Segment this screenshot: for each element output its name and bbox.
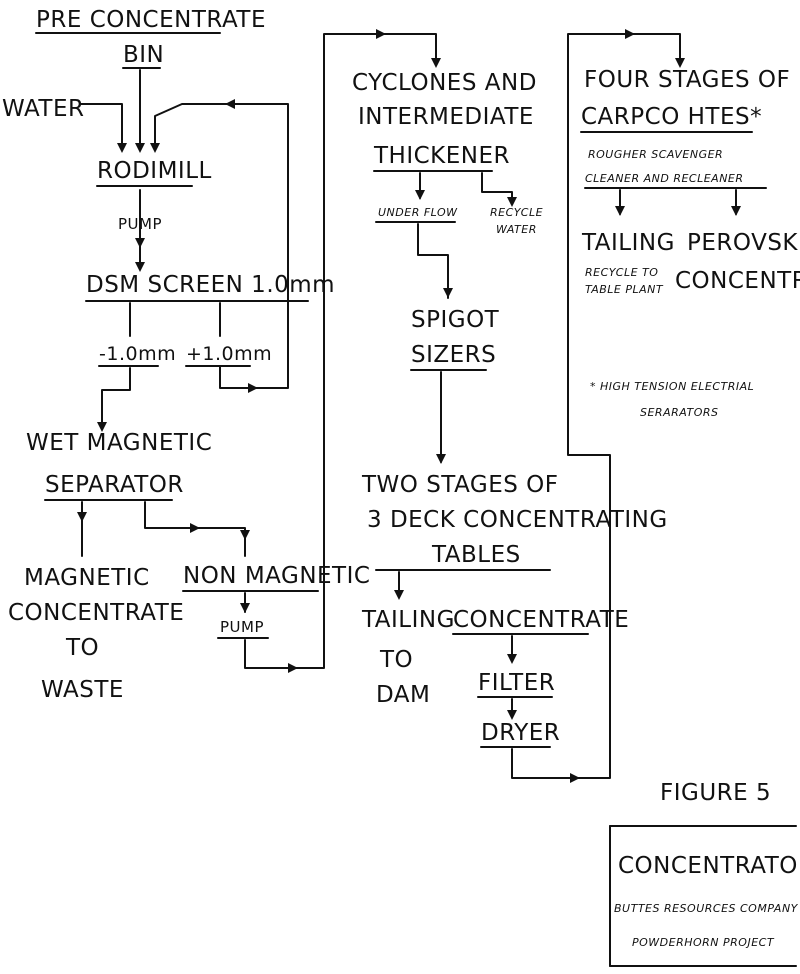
node-two-stages-line-1: TWO STAGES OF	[361, 472, 559, 498]
arrow-to-magnetic	[77, 512, 87, 522]
node-separator: SEPARATOR	[45, 472, 184, 498]
node-perovskite-line-2: CONCENTRATE	[675, 268, 800, 294]
node-cyclones-line-1: CYCLONES AND	[352, 70, 537, 96]
node-spigot: SPIGOT	[411, 307, 500, 333]
arrow-to-dryer	[507, 710, 517, 720]
arrow-recycle-to-rodmill	[150, 143, 160, 153]
arrow-to-filter	[507, 654, 517, 664]
node-magnetic-line-3: TO	[65, 635, 99, 661]
arrow-to-dsm	[135, 262, 145, 272]
arrow-to-tailing	[615, 206, 625, 216]
node-filter: FILTER	[478, 670, 555, 696]
node-wet-magnetic: WET MAGNETIC	[26, 430, 212, 456]
node-two-stages-line-2: 3 DECK CONCENTRATING	[367, 507, 668, 533]
title-block-company: BUTTES RESOURCES COMPANY	[614, 902, 799, 915]
node-minus-1mm: -1.0mm	[99, 343, 176, 365]
arrow-return-loop	[225, 99, 235, 109]
node-perovskite-line-1: PEROVSKITE	[687, 230, 800, 256]
node-plus-1mm: +1.0mm	[186, 343, 272, 365]
node-four-stages: FOUR STAGES OF	[584, 67, 790, 93]
arrow-to-tables	[436, 454, 446, 464]
node-tailing: TAILING	[581, 230, 675, 256]
title-block-title: CONCENTRATOR	[618, 853, 800, 879]
node-recycle-table-line-1: RECYCLE TO	[585, 266, 658, 279]
node-carpco: CARPCO HTES*	[581, 104, 762, 130]
title-block-frame	[609, 825, 797, 967]
footnote-line-2: SERARATORS	[640, 406, 718, 419]
arrow-to-htes	[675, 58, 685, 68]
arrow-top-htes	[625, 29, 635, 39]
arrow-to-pump-2	[240, 603, 250, 613]
arrow-to-recycle-water	[507, 197, 517, 207]
node-rougher: ROUGHER SCAVENGER	[588, 148, 723, 161]
arrow-pump-1	[135, 238, 145, 248]
node-cyclones-line-2: INTERMEDIATE	[358, 104, 534, 130]
node-rodmill: RODIMILL	[97, 158, 212, 184]
node-recycle-water-line-1: RECYCLE	[490, 206, 543, 219]
arrow-nonmag-mid	[190, 523, 200, 533]
arrow-to-underflow	[415, 190, 425, 200]
underlines	[35, 32, 767, 748]
arrow-top-cyclones	[376, 29, 386, 39]
figure-label: FIGURE 5	[660, 780, 771, 806]
node-magnetic-line-2: CONCENTRATE	[8, 600, 184, 626]
node-dryer: DRYER	[481, 720, 560, 746]
node-preconcentrate: PRE CONCENTRATE	[36, 7, 266, 33]
node-water: WATER	[2, 96, 85, 122]
arrow-dryer-out	[570, 773, 580, 783]
arrow-to-rodmill	[135, 143, 145, 153]
node-bin: BIN	[123, 42, 164, 68]
node-recycle-water-line-2: WATER	[496, 223, 537, 236]
node-tailing-dam-line-2: TO	[379, 647, 413, 673]
arrow-to-perovskite	[731, 206, 741, 216]
flow-lines	[79, 33, 737, 779]
node-sizers: SIZERS	[411, 342, 496, 368]
node-tailing-dam-line-3: DAM	[376, 682, 430, 708]
node-dsm-screen: DSM SCREEN 1.0mm	[86, 272, 335, 298]
title-block-project: POWDERHORN PROJECT	[632, 936, 775, 949]
node-tailing-dam-line-1: TAILING	[361, 607, 455, 633]
flow-arrows	[77, 29, 741, 783]
node-concentrate: CONCENTRATE	[453, 607, 629, 633]
node-magnetic-line-4: WASTE	[41, 677, 124, 703]
arrow-water-to-rodmill	[117, 143, 127, 153]
node-recycle-table-line-2: TABLE PLANT	[585, 283, 664, 296]
node-pump-2: PUMP	[220, 618, 264, 636]
arrow-to-separator	[97, 422, 107, 432]
arrow-to-nonmagnetic	[240, 530, 250, 540]
arrow-to-tailing-dam	[394, 590, 404, 600]
node-magnetic-line-1: MAGNETIC	[24, 565, 150, 591]
node-two-stages-line-3: TABLES	[431, 542, 521, 568]
arrow-to-spigot	[443, 288, 453, 298]
node-underflow: UNDER FLOW	[378, 206, 458, 219]
footnote-line-1: * HIGH TENSION ELECTRIAL	[590, 380, 754, 393]
node-cleaner: CLEANER AND RECLEANER	[585, 172, 744, 185]
arrow-pump-2-out	[288, 663, 298, 673]
node-thickener: THICKENER	[373, 143, 510, 169]
node-non-magnetic: NON MAGNETIC	[183, 563, 370, 589]
arrow-to-cyclones	[431, 58, 441, 68]
arrow-return-bottom	[248, 383, 258, 393]
